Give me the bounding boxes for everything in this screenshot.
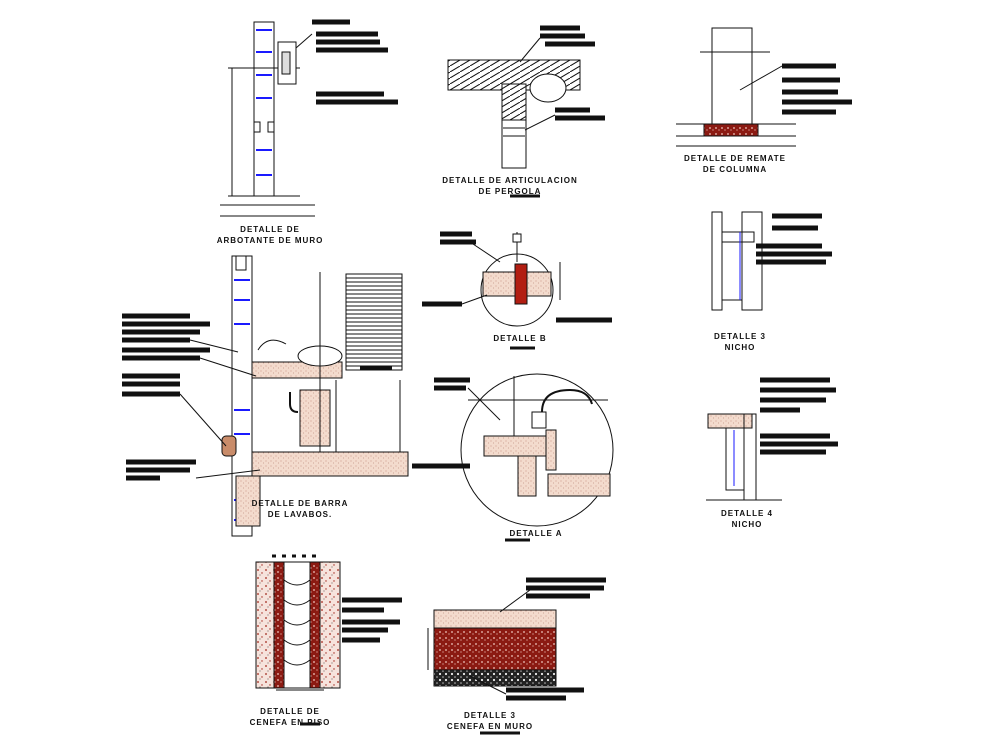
title-detalle-b: DETALLE B	[480, 333, 560, 344]
detail-lavabos-drawing	[122, 255, 409, 537]
title-line-2: DE PERGOLA	[478, 187, 542, 196]
title-line-1: DETALLE B	[493, 334, 547, 343]
detail-cenefa-muro-drawing	[427, 577, 606, 735]
title-line-1: DETALLE DE	[240, 225, 300, 234]
title-cenefa-muro: DETALLE 3 CENEFA EN MURO	[430, 710, 550, 732]
title-line-1: DETALLE DE ARTICULACION	[442, 176, 578, 185]
title-line-2: NICHO	[731, 520, 763, 529]
title-nicho4: DETALLE 4 NICHO	[707, 508, 787, 530]
title-line-2: CENEFA EN PISO	[249, 718, 331, 727]
title-line-1: DETALLE 3	[464, 711, 516, 720]
detail-columna-drawing	[676, 27, 852, 147]
title-line-1: DETALLE 3	[714, 332, 766, 341]
title-cenefa-piso: DETALLE DE CENEFA EN PISO	[230, 706, 350, 728]
title-detalle-a: DETALLE A	[496, 528, 576, 539]
detail-b-drawing	[422, 231, 612, 350]
detail-pergola-drawing	[447, 25, 605, 198]
title-line-1: DETALLE DE REMATE	[683, 154, 787, 163]
title-line-1: DETALLE DE	[260, 707, 320, 716]
title-line-2: CENEFA EN MURO	[446, 722, 534, 731]
detail-cenefa-piso-drawing	[255, 554, 402, 726]
title-nicho3: DETALLE 3 NICHO	[700, 331, 780, 353]
title-line-2: ARBOTANTE DE MURO	[216, 236, 324, 245]
detail-a-drawing	[412, 373, 614, 542]
title-arbotante: DETALLE DE ARBOTANTE DE MURO	[200, 224, 340, 246]
title-columna: DETALLE DE REMATE DE COLUMNA	[660, 153, 810, 175]
title-pergola: DETALLE DE ARTICULACION DE PERGOLA	[420, 175, 600, 197]
detail-nicho4-drawing	[706, 377, 838, 501]
title-line-1: DETALLE 4	[721, 509, 773, 518]
detail-arbotante-drawing	[220, 19, 398, 217]
title-line-2: DE LAVABOS.	[267, 510, 333, 519]
title-line-1: DETALLE DE BARRA	[251, 499, 349, 508]
title-line-2: DE COLUMNA	[702, 165, 768, 174]
title-lavabos: DETALLE DE BARRA DE LAVABOS.	[230, 498, 370, 520]
detail-nicho3-drawing	[711, 211, 832, 311]
title-line-2: NICHO	[724, 343, 756, 352]
title-line-1: DETALLE A	[509, 529, 563, 538]
